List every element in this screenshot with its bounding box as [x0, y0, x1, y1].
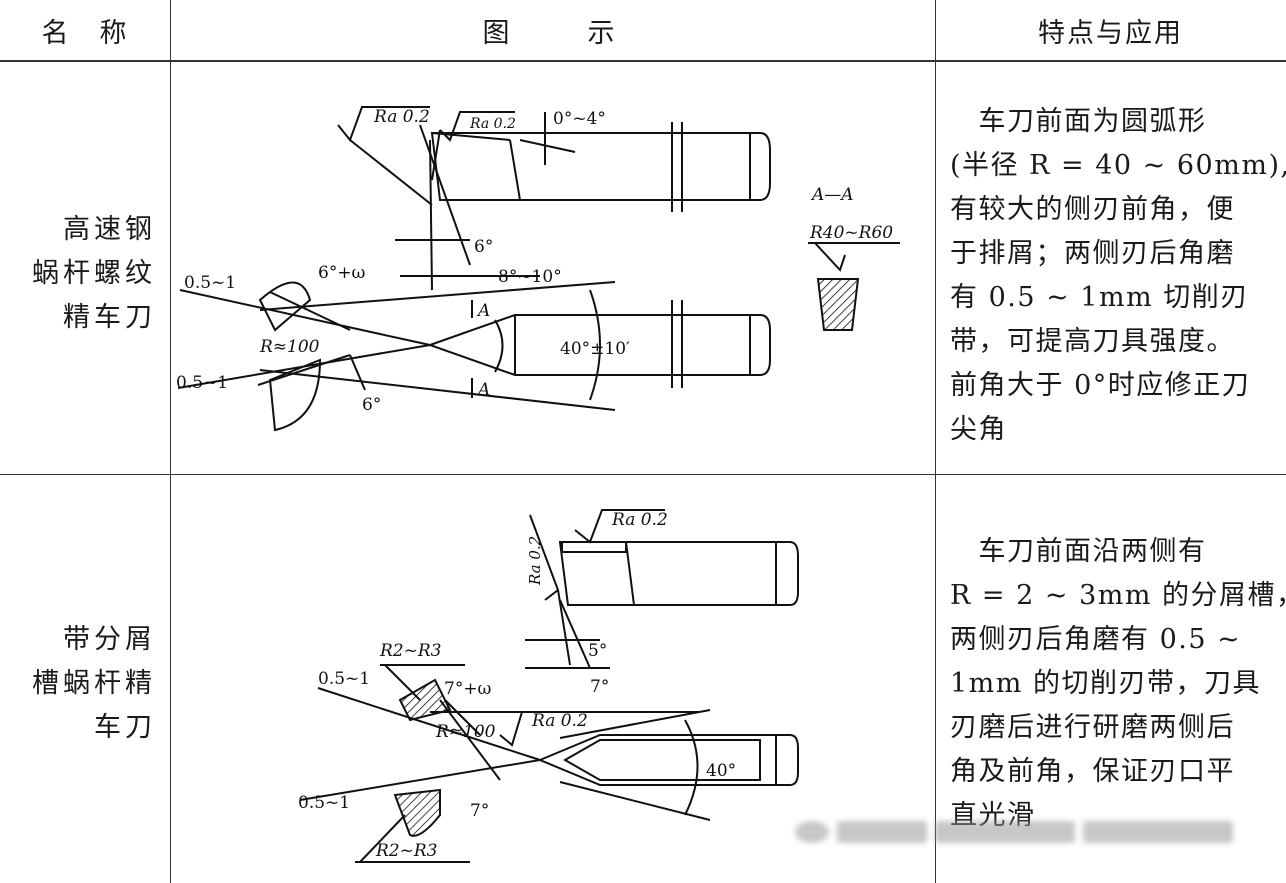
row2-name-line: 车刀 — [94, 712, 156, 743]
label-cut-a-bot: A — [476, 380, 490, 400]
label-r-section: R40~R60 — [809, 223, 893, 243]
label-angle-6-bot: 6° — [362, 395, 381, 415]
label-r100: R≈100 — [435, 722, 496, 742]
row2-desc-line: 1mm 的切削刃带，刀具 — [950, 668, 1261, 699]
label-section: A—A — [810, 185, 854, 205]
watermark — [795, 815, 1255, 849]
label-ra1: Ra 0.2 — [373, 107, 430, 127]
row1-name-line: 蜗杆螺纹 — [32, 258, 156, 289]
row2-desc-line: 车刀前面沿两侧有 — [950, 536, 1207, 567]
label-angle-6w: 6°+ω — [318, 263, 366, 283]
label-angle-7-top: 7° — [590, 677, 609, 697]
row2-name-line: 带分屑 — [63, 624, 156, 655]
row1-name-line: 精车刀 — [63, 302, 156, 333]
label-cut-a-top: A — [476, 301, 490, 321]
header-features: 特点与应用 — [1038, 17, 1183, 49]
label-angle-7w: 7°+ω — [444, 679, 492, 699]
row1-name-line: 高速钢 — [63, 214, 156, 245]
row1-desc-line: 前角大于 0°时应修正刀 — [950, 370, 1251, 401]
label-ra-top: Ra 0.2 — [611, 510, 668, 530]
row2-name-line: 槽蜗杆精 — [32, 668, 156, 699]
row1-desc-line: 于排屑；两侧刃后角磨 — [950, 238, 1235, 269]
header-bottom-rule — [0, 60, 1286, 62]
row2-tool-diagram: Ra 0.2 Ra 0.2 5° 7° R2~R3 0.5~1 7°+ω Ra … — [298, 509, 799, 863]
tool-body-top — [558, 541, 799, 606]
tool-body-top — [430, 132, 771, 201]
row1-desc-line: 有 0.5 ~ 1mm 切削刃 — [950, 282, 1249, 313]
label-ra-mid: Ra 0.2 — [531, 711, 588, 731]
label-angle-8-10: 8°~10° — [498, 267, 562, 287]
row1-name: 高速钢 蜗杆螺纹 精车刀 — [0, 208, 170, 340]
row2-description: 车刀前面沿两侧有 R = 2 ~ 3mm 的分屑槽， 两侧刃后角磨有 0.5 ~… — [950, 530, 1286, 838]
label-r2r3-top: R2~R3 — [379, 641, 441, 661]
row2-desc-line: 两侧刃后角磨有 0.5 ~ — [950, 624, 1242, 655]
row1-desc-line: (半径 R = 40 ~ 60mm), — [950, 150, 1286, 181]
header-diagram: 图 示 — [482, 17, 623, 49]
row1-desc-line: 有较大的侧刃前角，便 — [950, 194, 1235, 225]
tool-body-bottom — [426, 314, 771, 376]
label-r100: R≈100 — [259, 337, 320, 357]
label-dim-top: 0.5~1 — [318, 669, 370, 689]
label-dim-top: 0.5~1 — [184, 273, 236, 293]
row1-description: 车刀前面为圆弧形 (半径 R = 40 ~ 60mm), 有较大的侧刃前角，便 … — [950, 100, 1286, 452]
row-divider — [0, 474, 1286, 475]
label-dim-bot: 0.5~1 — [176, 373, 228, 393]
row1-desc-line: 带，可提高刀具强度。 — [950, 326, 1235, 357]
row1-desc-line: 车刀前面为圆弧形 — [950, 106, 1207, 137]
label-angle-40: 40°±10′ — [560, 339, 630, 359]
label-angle-5: 5° — [588, 641, 607, 661]
label-angle-7-bot: 7° — [470, 801, 489, 821]
row2-desc-line: 角及前角，保证刃口平 — [950, 756, 1235, 787]
col-divider-2 — [935, 0, 936, 883]
row1-desc-line: 尖角 — [950, 414, 1007, 445]
header-name: 名 称 — [41, 17, 129, 49]
row2-desc-line: 刃磨后进行研磨两侧后 — [950, 712, 1235, 743]
label-ra-vert: Ra 0.2 — [526, 536, 544, 586]
label-ra2: Ra 0.2 — [469, 116, 516, 132]
label-angle-40: 40° — [706, 761, 736, 781]
col-divider-1 — [170, 0, 171, 883]
tool-body-bottom — [537, 734, 799, 786]
label-angle-6: 6° — [474, 237, 493, 257]
label-r2r3-bot: R2~R3 — [375, 841, 437, 861]
label-dim-bot: 0.5~1 — [298, 793, 350, 813]
label-angle-top: 0°~4° — [553, 109, 606, 129]
row2-desc-line: R = 2 ~ 3mm 的分屑槽， — [950, 580, 1286, 611]
row1-tool-diagram: Ra 0.2 Ra 0.2 0°~4° A—A R40~R60 6° 8°~10… — [176, 106, 900, 432]
row2-name: 带分屑 槽蜗杆精 车刀 — [0, 618, 170, 750]
